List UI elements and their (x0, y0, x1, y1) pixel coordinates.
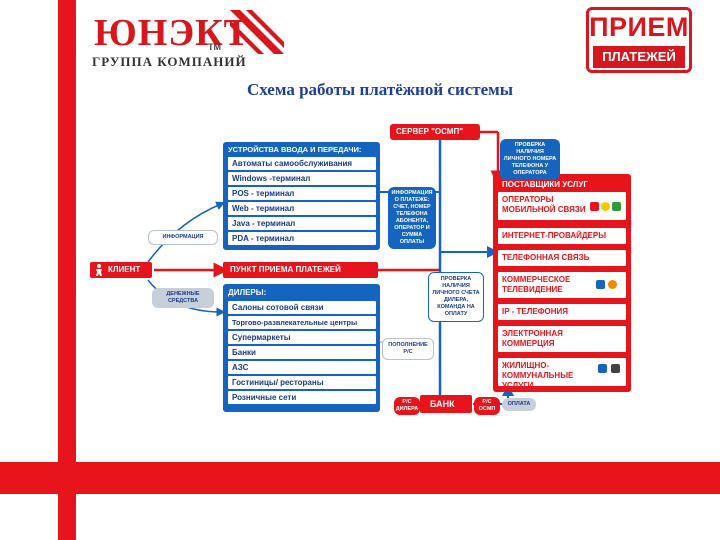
beeline-icon (601, 202, 610, 211)
provider-item-1: ИНТЕРНЕТ-ПРОВАЙДЕРЫ (498, 228, 626, 244)
device-item-4: Java - терминал (228, 217, 376, 230)
megafon-icon (612, 202, 621, 211)
dealer-item-5: Гостиницы/ рестораны (228, 376, 376, 389)
payment-system-diagram: СЕРВЕР "ОСМП" УСТРОЙСТВА ВВОДА И ПЕРЕДАЧ… (88, 112, 648, 422)
note-money: ДЕНЕЖНЫЕ СРЕДСТВА (152, 288, 214, 308)
logo-stripes-icon (230, 10, 284, 54)
dealer-item-3: Банки (228, 346, 376, 359)
company-logo: ЮНЭКТ TM ГРУППА КОМПАНИЙ (90, 8, 284, 70)
server-box (390, 124, 480, 140)
bank-box (420, 395, 472, 413)
dealer-item-1: Торгово-развлекательные центры (228, 316, 376, 329)
provider-item-5: ЭЛЕКТРОННАЯ КОММЕРЦИЯ (498, 326, 626, 352)
frame-horizontal-bar (0, 462, 720, 494)
provider-label-5: ЭЛЕКТРОННАЯ КОММЕРЦИЯ (502, 329, 563, 348)
payment-point-box (223, 262, 378, 278)
server-label: СЕРВЕР "ОСМП" (396, 127, 464, 136)
device-item-3: Web - терминал (228, 202, 376, 215)
note-check-provider: ПРОВЕРКА НАЛИЧИЯ ЛИЧНОГО НОМЕРА ТЕЛЕФОНА… (500, 139, 560, 180)
device-item-0: Автоматы самообслуживания (228, 157, 376, 170)
payment-logo-line1: ПРИЕМ (589, 12, 689, 42)
person-icon (96, 264, 102, 276)
device-item-1: Windows -терминал (228, 172, 376, 185)
note-replenish: ПОПОЛНЕНИЕ Р/С (382, 338, 434, 360)
note-server-info: ИНФОРМАЦИЯ О ПЛАТЕЖЕ: СЧЕТ, НОМЕР ТЕЛЕФО… (388, 187, 436, 249)
dealer-item-4: АЗС (228, 361, 376, 374)
note-info: ИНФОРМАЦИЯ (148, 230, 218, 245)
provider-label-3: КОММЕРЧЕСКОЕ ТЕЛЕВИДЕНИЕ (502, 275, 571, 294)
dealer-item-2: Супермаркеты (228, 331, 376, 344)
tv-icon (596, 280, 605, 289)
tv-channel-icon (608, 280, 617, 289)
provider-item-4: IP - ТЕЛЕФОНИЯ (498, 304, 626, 320)
note-bank-right: Р/С ОСМП (474, 397, 500, 415)
providers-title: ПОСТАВЩИКИ УСЛУГ (502, 180, 588, 189)
logo-brand-text: ЮНЭКТ (94, 12, 251, 54)
logo-subtitle: ГРУППА КОМПАНИЙ (92, 54, 247, 69)
provider-label-0: ОПЕРАТОРЫ МОБИЛЬНОЙ СВЯЗИ (502, 195, 586, 214)
dealer-item-6: Розничные сети (228, 391, 376, 404)
phone-icon (611, 364, 620, 373)
dealers-title: ДИЛЕРЫ: (228, 288, 267, 297)
device-item-2: POS - терминал (228, 187, 376, 200)
provider-label-6: ЖИЛИЩНО-КОММУНАЛЬНЫЕ УСЛУГИ (502, 361, 574, 386)
provider-item-3: КОММЕРЧЕСКОЕ ТЕЛЕВИДЕНИЕ (498, 272, 626, 298)
mts-icon (590, 202, 599, 211)
note-check-dealer: ПРОВЕРКА НАЛИЧИЯ ЛИЧНОГО СЧЕТА ДИЛЕРА, К… (428, 272, 484, 322)
device-item-5: PDA - терминал (228, 232, 376, 245)
client-box (90, 262, 152, 278)
note-bank-left: Р/С ДИЛЕРА (394, 397, 420, 415)
payment-point-label: ПУНКТ ПРИЕМА ПЛАТЕЖЕЙ (230, 265, 341, 274)
payment-logo-line2: ПЛАТЕЖЕЙ (593, 46, 685, 68)
payment-logo: ПРИЕМ ПЛАТЕЖЕЙ (586, 7, 692, 73)
input-devices-title: УСТРОЙСТВА ВВОДА И ПЕРЕДАЧИ: (228, 145, 362, 154)
provider-item-6: ЖИЛИЩНО-КОММУНАЛЬНЫЕ УСЛУГИ (498, 358, 626, 386)
note-payment: ОПЛАТА (502, 398, 536, 411)
house-icon (598, 364, 607, 373)
provider-item-2: ТЕЛЕФОННАЯ СВЯЗЬ (498, 250, 626, 266)
slide-title: Схема работы платёжной системы (246, 80, 514, 99)
client-label: КЛИЕНТ (108, 265, 141, 274)
dealer-item-0: Салоны сотовой связи (228, 301, 376, 314)
logo-tm: TM (208, 42, 221, 52)
frame-vertical-bar (58, 0, 76, 540)
bank-label: БАНК (430, 399, 455, 409)
